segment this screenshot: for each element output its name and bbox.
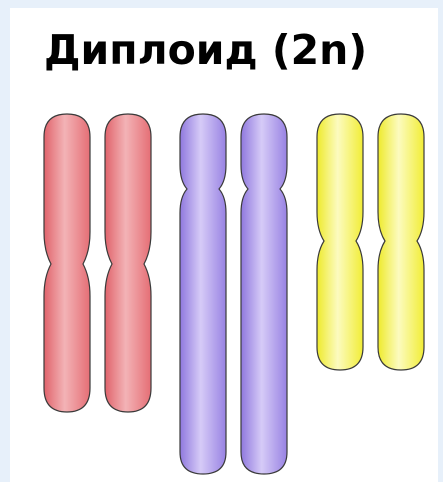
chromosome-purple-1 (180, 114, 226, 474)
chromosome-red-1 (44, 114, 90, 412)
chromosome-purple-2 (241, 114, 287, 474)
chromosome-red-2 (105, 114, 151, 412)
chromosome-yellow-1 (317, 114, 363, 370)
chromosome-yellow-2 (378, 114, 424, 370)
